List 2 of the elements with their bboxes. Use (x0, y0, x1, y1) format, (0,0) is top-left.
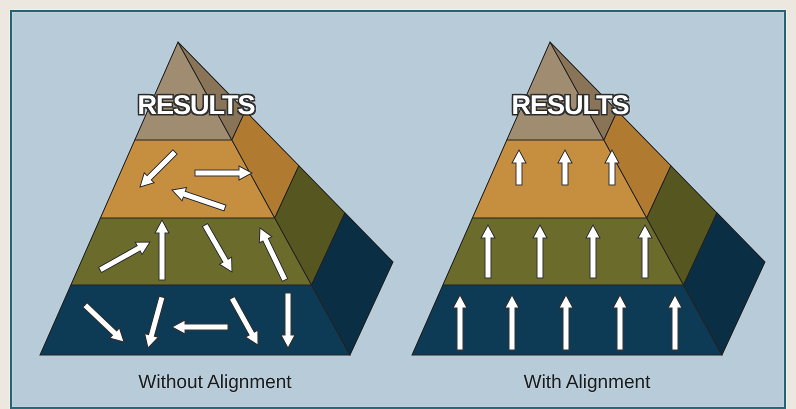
caption: Without Alignment (138, 372, 292, 394)
caption: With Alignment (524, 372, 650, 394)
